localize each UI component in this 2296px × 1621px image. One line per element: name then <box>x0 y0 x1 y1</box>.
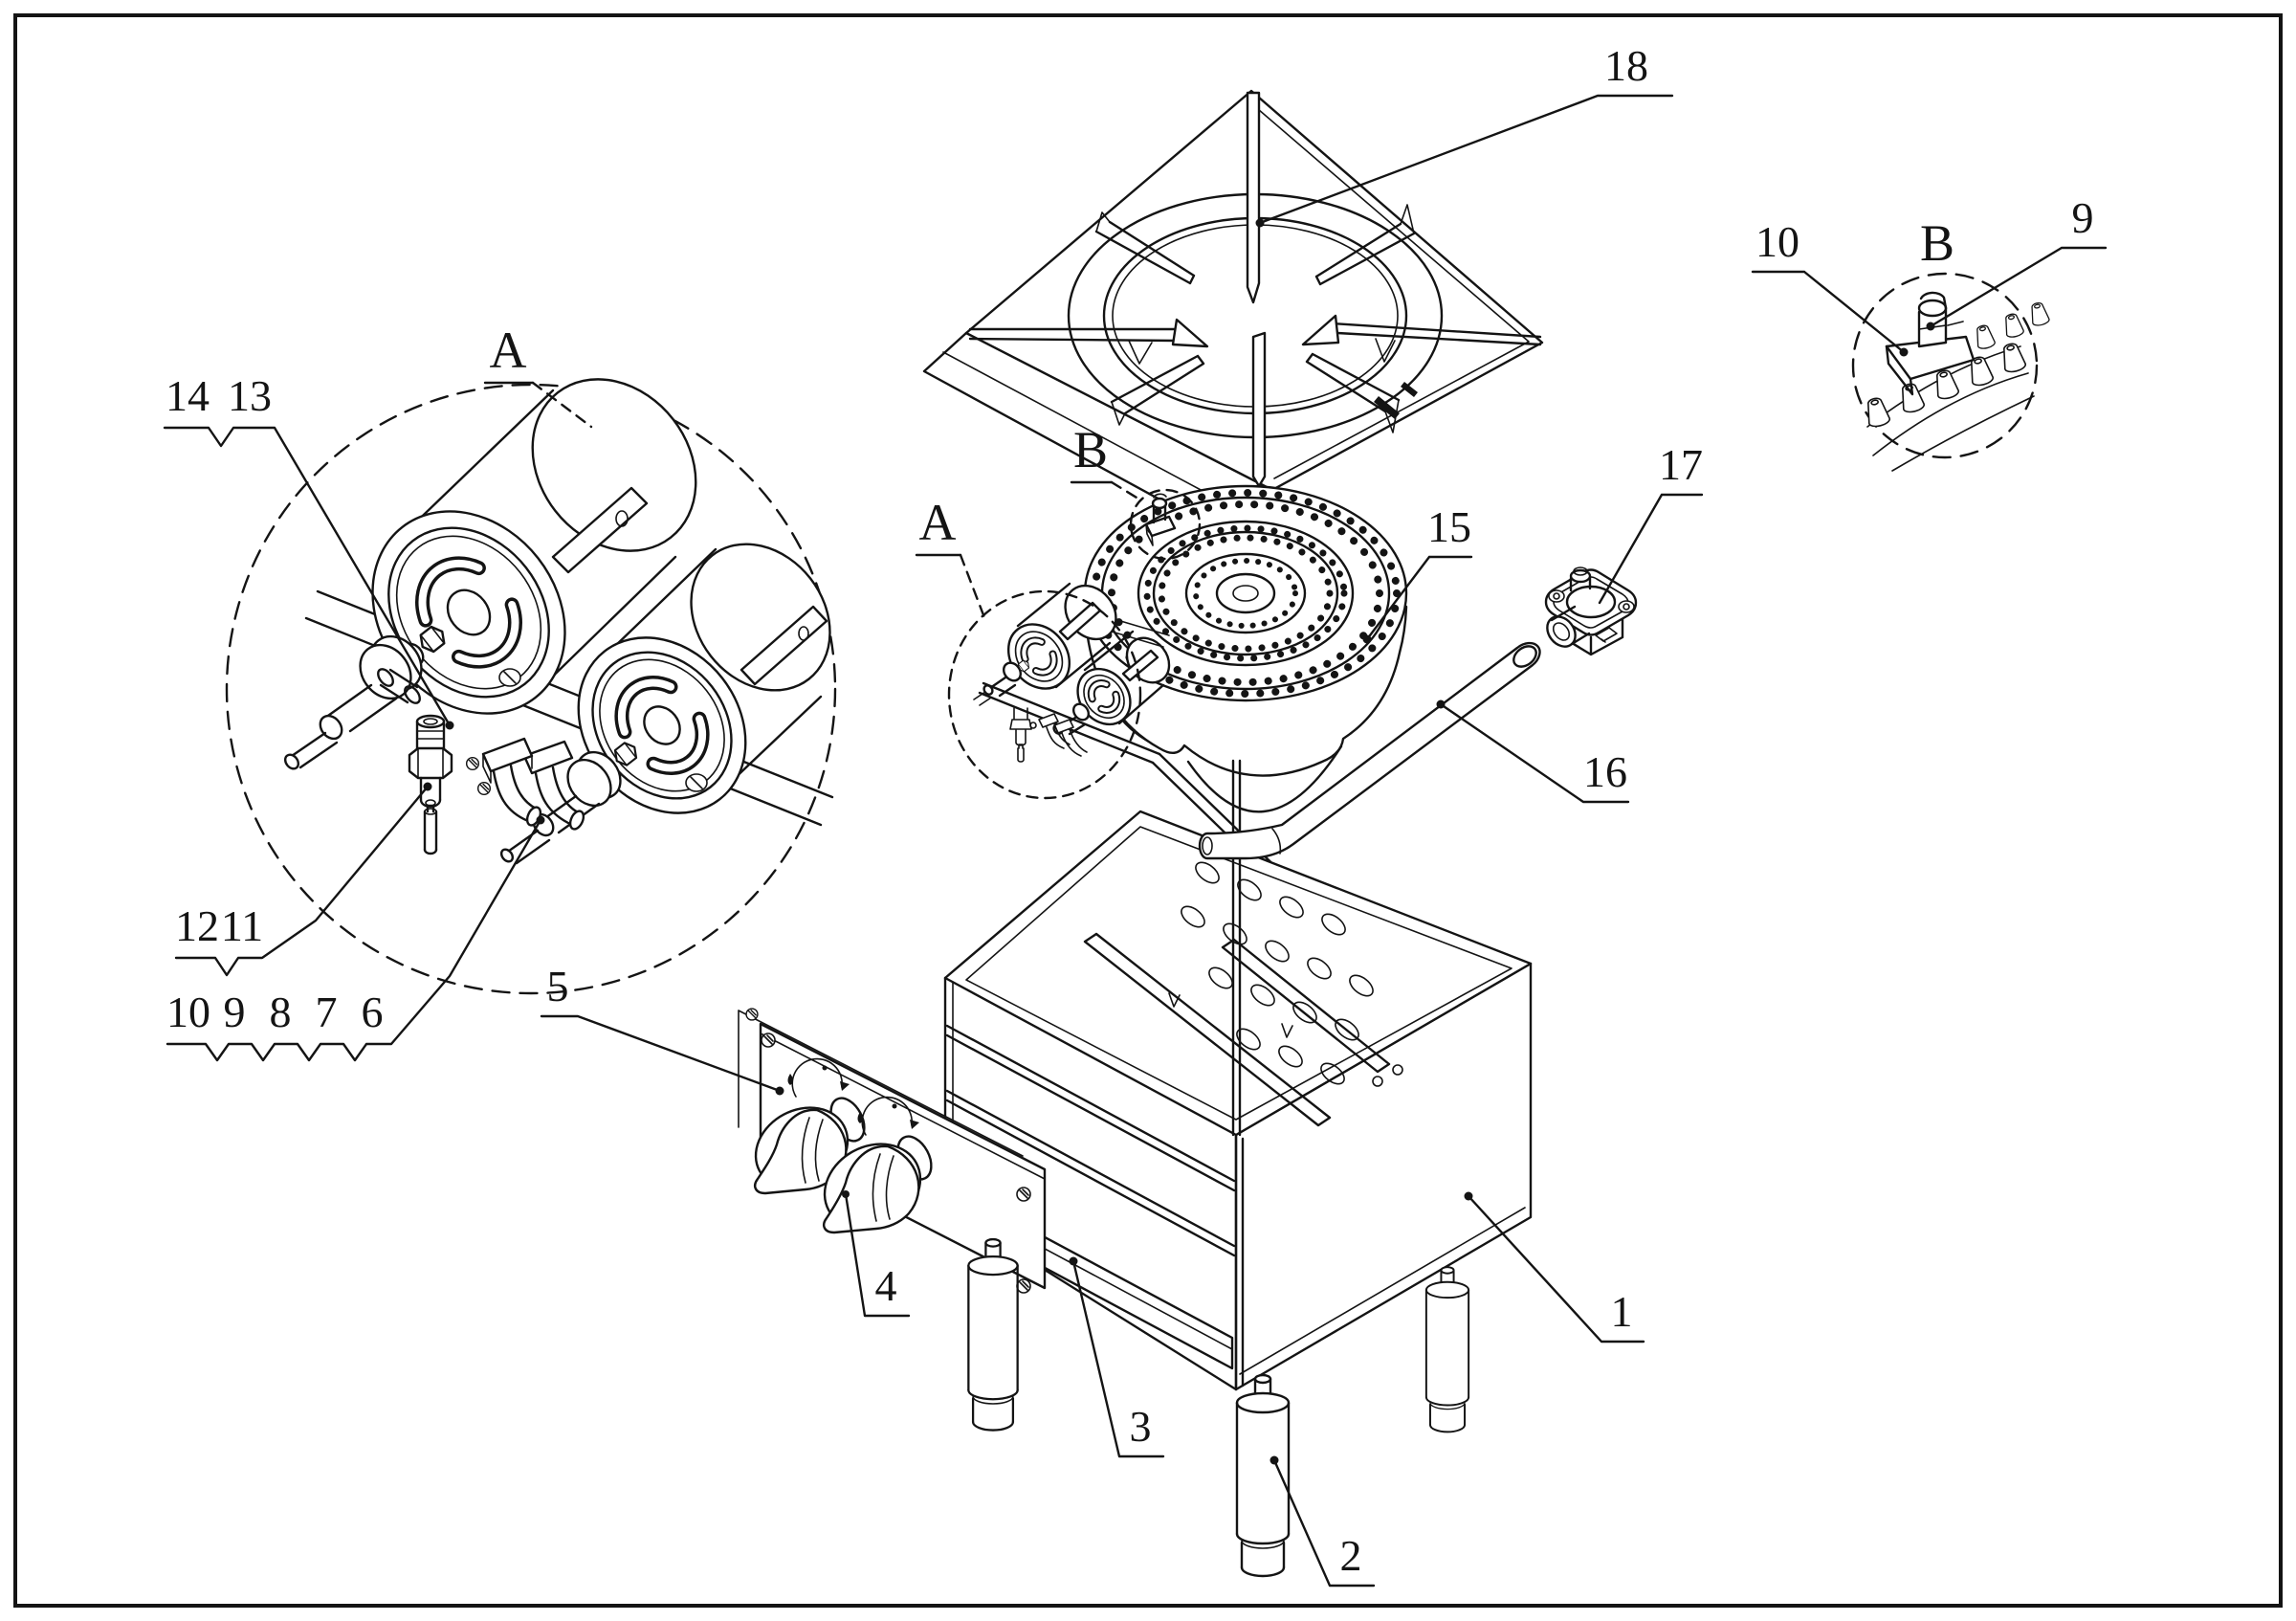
part-label-2: 2 <box>1340 1531 1362 1580</box>
part-label-10b: 10 <box>1755 217 1799 266</box>
ref-label-a: A <box>915 494 987 622</box>
part-label-1: 1 <box>1611 1287 1633 1336</box>
detail-title-a: A <box>483 322 593 429</box>
interior-rail <box>945 1024 1236 1192</box>
drawing-border <box>13 13 2283 1608</box>
detail-a-circle <box>225 383 837 995</box>
part-label-15: 15 <box>1427 502 1471 551</box>
detail-view-b <box>1851 272 2051 472</box>
callout-10b: 10 <box>1751 217 1909 357</box>
detail-view-a <box>225 378 837 995</box>
callout-4: 4 <box>842 1190 911 1318</box>
ref-b-label: B <box>1073 421 1108 478</box>
sleeve-piece <box>377 668 421 704</box>
interior-rail <box>945 1089 1236 1257</box>
part-label-5: 5 <box>547 962 569 1010</box>
part-label-7: 7 <box>316 988 338 1036</box>
detail-b-circle <box>1851 272 2039 459</box>
callouts: 18 15 17 16 1 2 3 <box>163 41 2108 1588</box>
part-label-13: 13 <box>228 371 272 420</box>
part-17-regulator-valve <box>1544 566 1638 656</box>
valve-drum-lower <box>499 543 831 865</box>
callout-14-13: 14 13 <box>163 371 454 730</box>
callout-1: 1 <box>1464 1191 1645 1343</box>
burner-venturi-assembly <box>973 493 1293 893</box>
callout-16: 16 <box>1436 699 1630 804</box>
part-4-knob <box>754 1106 850 1195</box>
burner-support-bracket <box>1083 932 1391 1127</box>
callout-10-9-8-7-6: 10 9 8 7 6 <box>166 815 545 1062</box>
part-label-14: 14 <box>166 371 210 420</box>
part-label-10: 10 <box>166 988 210 1036</box>
part-label-6: 6 <box>362 988 384 1036</box>
flame-symbol <box>787 1057 850 1098</box>
ref-b-circle <box>1129 488 1202 561</box>
valve-drum-upper <box>283 378 697 770</box>
detail-a-title: A <box>490 322 527 379</box>
burner-igniter <box>1144 493 1180 546</box>
injector-pin <box>423 804 438 855</box>
callout-12-11: 12 11 <box>174 782 432 977</box>
ref-a-circle <box>947 589 1142 800</box>
ref-label-b: B <box>1070 421 1143 502</box>
callout-5: 5 <box>540 962 784 1096</box>
part-label-16: 16 <box>1583 747 1627 796</box>
callout-15: 15 <box>1362 502 1473 644</box>
part-label-18: 18 <box>1604 41 1648 90</box>
callout-3: 3 <box>1069 1256 1165 1458</box>
callout-9b: 9 <box>1926 193 2108 331</box>
callout-18: 18 <box>1255 41 1674 228</box>
nozzle-orifice <box>408 714 453 809</box>
part-1-cabinet <box>943 759 1533 1391</box>
part-label-9b: 9 <box>2072 193 2094 242</box>
callout-17: 17 <box>1598 440 1704 605</box>
part-label-8: 8 <box>270 988 292 1036</box>
igniter-electrode <box>1885 291 1976 396</box>
part-label-17: 17 <box>1659 440 1703 489</box>
callout-2: 2 <box>1269 1455 1376 1588</box>
part-label-3: 3 <box>1130 1402 1152 1451</box>
part-label-9: 9 <box>224 988 246 1036</box>
part-label-12: 12 <box>175 901 219 950</box>
detail-b-title: B <box>1920 214 1954 272</box>
burner-riser <box>1231 759 1242 1137</box>
part-16-gas-pipe <box>1198 641 1541 860</box>
part-label-4: 4 <box>875 1261 897 1310</box>
detail-title-b: B <box>1920 214 1954 272</box>
ref-a-label: A <box>919 494 957 551</box>
trivet-cast-marking <box>1374 382 1418 419</box>
part-5-control-panel <box>738 1008 1047 1294</box>
part-label-11: 11 <box>221 901 263 950</box>
